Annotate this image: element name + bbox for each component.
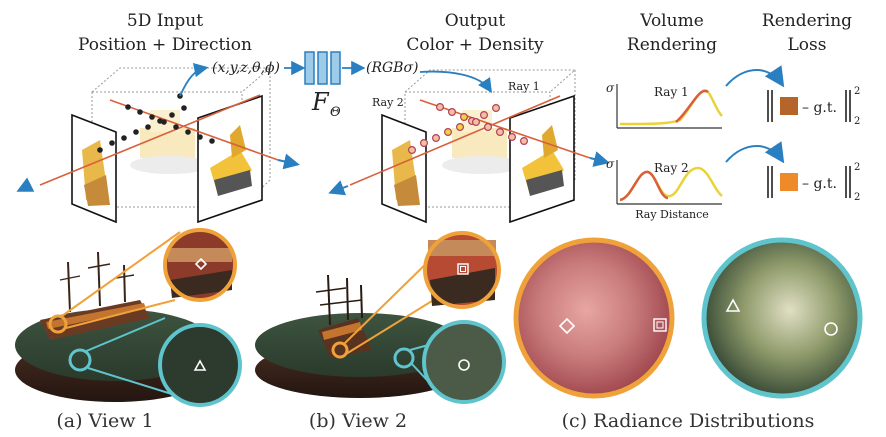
loss-arrow-2 <box>725 141 785 164</box>
radiance-sphere-teal <box>701 237 863 399</box>
volume-title-line1: Volume <box>639 11 704 31</box>
input-ray-b-arrow <box>277 153 300 170</box>
loss-term-1 <box>767 90 851 122</box>
output-ray-1-arrow <box>589 151 610 167</box>
norm-sub-2: 2 <box>854 192 860 203</box>
input-samples <box>97 93 215 153</box>
input-ray-a <box>39 94 261 186</box>
output-image-plane-right <box>509 94 575 224</box>
norm-exp-1: 2 <box>854 86 860 97</box>
loss-term-2 <box>767 166 851 198</box>
plot-ray1-label: Ray 1 <box>654 85 689 99</box>
network-label: F <box>311 88 330 116</box>
norm-sub-1: 2 <box>854 116 860 127</box>
input-to-tuple-arrow <box>179 63 209 97</box>
view2-caption: (b) View 2 <box>309 410 407 432</box>
gt-text-2: – g.t. <box>802 176 837 192</box>
gt-text-1: – g.t. <box>802 100 837 116</box>
predicted-color-swatch-1 <box>780 97 798 115</box>
input-title-line2: Position + Direction <box>78 35 252 55</box>
diamond-marker-sphere <box>558 317 576 335</box>
view2-scene <box>255 254 465 398</box>
plot-ray1 <box>616 84 723 129</box>
circle-marker-sphere <box>824 322 838 336</box>
input-tuple: (x,y,z,θ,ϕ) <box>212 60 280 76</box>
diamond-marker <box>194 257 208 271</box>
output-tuple: (RGBσ) <box>366 60 419 76</box>
network-subscript: Θ <box>330 105 341 120</box>
input-ray-a-arrow <box>16 177 35 192</box>
input-image-plane-left <box>71 113 117 224</box>
view2-zoom-orange <box>423 231 501 309</box>
network-block <box>304 51 341 85</box>
loss-arrow-1 <box>725 65 785 88</box>
view1-caption: (a) View 1 <box>56 410 153 432</box>
radiance-sphere-orange <box>513 237 675 399</box>
output-scene <box>328 69 610 224</box>
tuple-to-scene-arrow <box>419 70 493 93</box>
square-marker <box>457 263 469 275</box>
output-ray-2 <box>349 95 561 186</box>
ray2-label: Ray 2 <box>372 96 404 109</box>
output-title-line2: Color + Density <box>406 35 544 55</box>
input-image-plane-right <box>197 94 263 224</box>
ray1-label: Ray 1 <box>508 80 540 93</box>
output-ray-1 <box>419 99 591 159</box>
loss-title-line1: Rendering <box>762 11 852 31</box>
triangle-marker <box>193 359 207 371</box>
x-axis-label: Ray Distance <box>635 208 709 221</box>
input-scene <box>16 63 300 224</box>
plot-ray2 <box>616 160 723 205</box>
input-ray-b <box>109 99 279 161</box>
ship-2 <box>315 274 372 358</box>
sigma-axis-2: σ <box>606 157 615 171</box>
input-title-line1: 5D Input <box>127 11 203 31</box>
square-marker-sphere <box>653 318 667 332</box>
output-ray-2-arrow <box>328 180 349 196</box>
norm-exp-2: 2 <box>854 162 860 173</box>
output-title-line1: Output <box>445 11 506 31</box>
view1-zoom-source-orange <box>48 314 68 334</box>
sigma-axis-1: σ <box>606 81 615 95</box>
view2-zoom-source-orange <box>331 341 349 359</box>
loss-title-line2: Loss <box>788 35 827 55</box>
volume-title-line2: Rendering <box>627 35 717 55</box>
view1-zoom-orange <box>163 228 237 302</box>
plot-ray2-label: Ray 2 <box>654 161 689 175</box>
predicted-color-swatch-2 <box>780 173 798 191</box>
output-samples <box>408 102 528 155</box>
view1-zoom-teal <box>158 323 242 407</box>
circle-marker <box>458 359 470 371</box>
output-image-plane-left <box>381 113 427 224</box>
view1-zoom-source-teal <box>68 348 92 372</box>
radiance-caption: (c) Radiance Distributions <box>562 410 815 432</box>
triangle-marker-sphere <box>725 298 741 312</box>
view2-zoom-teal <box>422 320 506 404</box>
view2-zoom-source-teal <box>393 347 415 369</box>
